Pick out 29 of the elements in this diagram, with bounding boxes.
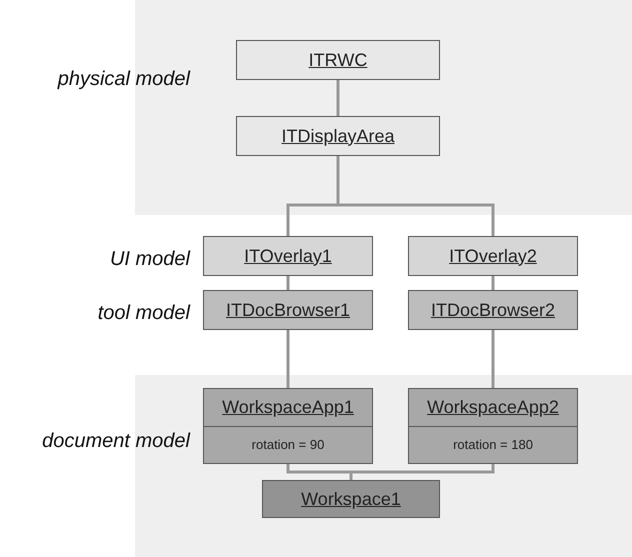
connector-line [286, 330, 290, 388]
attribute-text: rotation = 180 [453, 437, 533, 452]
class-box [408, 388, 578, 464]
connector-line [492, 330, 494, 388]
class-name: WorkspaceApp2 [427, 396, 559, 418]
class-box [203, 388, 373, 464]
class-name: ITDocBrowser1 [226, 300, 350, 320]
class-name: ITRWC [308, 50, 368, 70]
class-box [236, 40, 440, 80]
class-box [408, 290, 578, 330]
layer-label: tool model [98, 302, 190, 325]
class-name: ITOverlay2 [449, 246, 537, 266]
class-box [203, 236, 373, 276]
class-name: ITDisplayArea [281, 126, 395, 146]
class-name: ITDocBrowser2 [430, 300, 556, 320]
connector-line [492, 276, 494, 290]
class-box [408, 236, 578, 276]
class-name: WorkspaceApp1 [222, 396, 354, 418]
connector-line [286, 276, 290, 290]
layer-label: document model [42, 430, 190, 453]
class-box [262, 480, 440, 518]
class-name: ITOverlay1 [244, 246, 332, 266]
connector-line [336, 80, 340, 116]
class-box [236, 116, 440, 156]
class-box [203, 290, 373, 330]
class-name: Workspace1 [301, 488, 401, 510]
layer-label: physical model [58, 68, 190, 91]
attribute-text: rotation = 90 [252, 437, 324, 452]
layer-label: UI model [110, 248, 190, 271]
